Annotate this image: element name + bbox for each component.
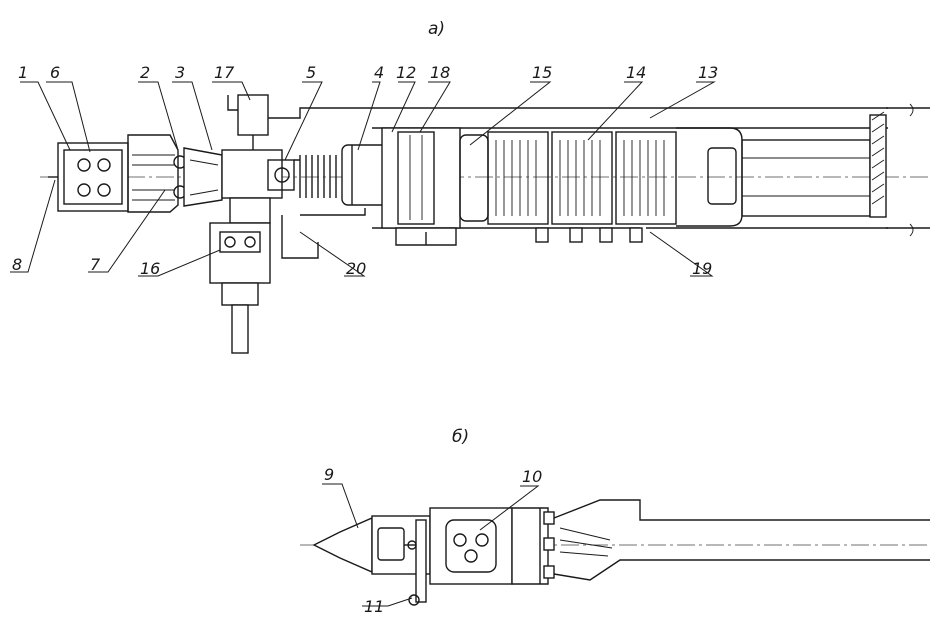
- cell-stack-1: [487, 131, 549, 225]
- callout-14: 14: [626, 63, 646, 82]
- spacer-15: [459, 134, 489, 222]
- callout-20: 20: [346, 259, 366, 278]
- view-a: а): [10, 19, 930, 354]
- main-barrel: [372, 103, 930, 246]
- callout-12: 12: [396, 63, 416, 82]
- probe-assembly: [312, 499, 930, 606]
- callout-10: 10: [522, 467, 542, 486]
- callout-4: 4: [374, 63, 384, 82]
- filler-17: [237, 94, 269, 136]
- callouts-a: 1 6 2 3 17 5 4 12 18 15 14 13 8 7 16 20 …: [12, 63, 718, 278]
- callout-19: 19: [692, 259, 712, 278]
- cell-plates: [495, 140, 665, 216]
- upper-duct: [268, 107, 888, 119]
- callout-5: 5: [306, 63, 316, 82]
- cell-stack-2: [551, 131, 613, 225]
- central-block: [221, 94, 888, 199]
- view-a-caption: а): [428, 19, 445, 39]
- callout-15: 15: [532, 63, 552, 82]
- callout-11: 11: [364, 597, 384, 616]
- nozzle-cone: [183, 147, 223, 207]
- head-inner: [63, 149, 123, 205]
- bracket-20: [281, 215, 319, 259]
- leaders-b: [322, 483, 540, 607]
- valve-block: [221, 149, 283, 199]
- callout-13: 13: [698, 63, 718, 82]
- cone-body: [183, 147, 223, 207]
- view-b-caption: б): [452, 427, 469, 447]
- flange-4: [341, 144, 388, 206]
- bolt-4: [97, 183, 111, 197]
- head-coupling: [127, 134, 179, 213]
- bellows: [294, 155, 337, 198]
- cable-upper: [553, 499, 930, 521]
- bellows-flange: [294, 144, 388, 206]
- stem: [231, 304, 249, 354]
- callout-18: 18: [430, 63, 450, 82]
- casing-12: [381, 127, 461, 229]
- bolts-19: [535, 227, 643, 243]
- callout-1: 1: [18, 63, 28, 82]
- probe-tip: [312, 516, 373, 574]
- callout-3: 3: [175, 63, 185, 82]
- callout-6: 6: [50, 63, 60, 82]
- callout-2: 2: [140, 63, 150, 82]
- clamp-11: [415, 519, 427, 603]
- rotor-18: [397, 131, 435, 225]
- end-plate: [869, 114, 887, 218]
- callout-9: 9: [324, 465, 334, 484]
- head-body: [57, 142, 129, 212]
- leaders-a: [10, 81, 716, 277]
- callout-8: 8: [12, 255, 22, 274]
- callout-16: 16: [140, 259, 160, 278]
- cell-stack-3: [615, 131, 677, 225]
- callout-17: 17: [214, 63, 235, 82]
- left-head-assembly: [48, 134, 187, 213]
- bolt-3: [77, 183, 91, 197]
- callout-7: 7: [90, 255, 101, 274]
- bolt-2: [97, 158, 111, 172]
- bolt-1: [77, 158, 91, 172]
- view-b: б): [300, 427, 930, 616]
- probe-collar: [511, 507, 549, 585]
- lower-valve: [209, 197, 366, 354]
- cable-lower: [553, 559, 930, 581]
- tail-tube: [741, 139, 871, 217]
- callouts-b: 9 10 11: [324, 465, 542, 616]
